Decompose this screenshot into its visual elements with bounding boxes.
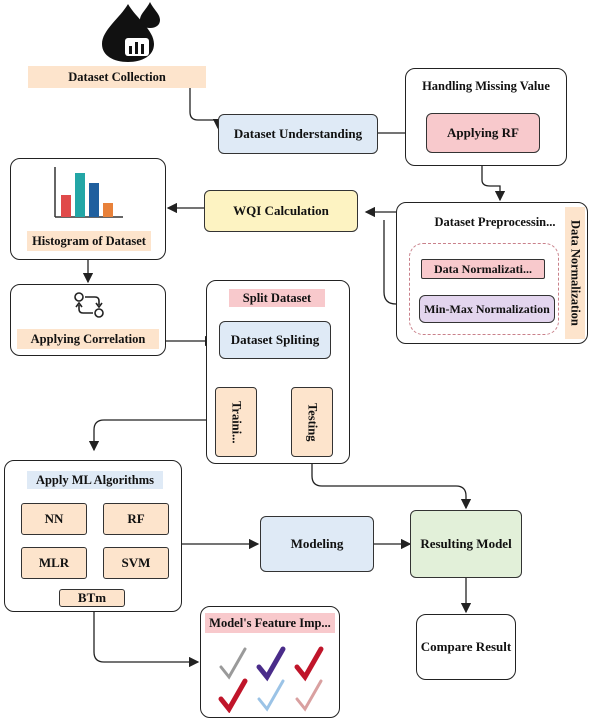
checkmark-icon	[219, 647, 247, 680]
dataset-collection-node: Dataset Collection	[28, 66, 206, 88]
split-dataset-container: Split Dataset Dataset Spliting Traini...…	[206, 280, 350, 464]
histogram-icon	[54, 167, 123, 218]
min-max-normalization-node: Min-Max Normalization	[419, 295, 555, 323]
histogram-container: Histogram of Dataset	[10, 158, 166, 260]
split-dataset-title: Split Dataset	[229, 289, 325, 307]
data-normalization-node: Data Normalizati...	[421, 259, 545, 279]
algorithm-svm: SVM	[103, 547, 169, 579]
water-drop-icon	[102, 2, 160, 62]
apply-ml-algorithms-container: Apply ML Algorithms NN RF MLR SVM BTm	[4, 460, 182, 612]
arrow-minmax-link	[383, 220, 420, 310]
checkmark-icon	[294, 646, 324, 682]
applying-correlation-container: Applying Correlation	[10, 284, 166, 356]
checkmark-icon	[257, 679, 285, 712]
wqi-calculation-node: WQI Calculation	[204, 190, 358, 232]
correlation-icon	[74, 292, 104, 318]
handling-missing-value-container: Handling Missing Value Applying RF	[405, 68, 567, 166]
resulting-model-node: Resulting Model	[410, 510, 522, 578]
histogram-of-dataset-label: Histogram of Dataset	[27, 231, 151, 251]
arrow-testing-result	[311, 458, 472, 510]
arrow-collection-understanding	[189, 88, 224, 130]
arrow-missing-preprocessing	[481, 166, 506, 202]
checkmark-icon	[295, 679, 323, 712]
feature-importance-container: Model's Feature Imp...	[200, 606, 340, 718]
applying-correlation-label: Applying Correlation	[17, 329, 159, 349]
checkmark-grid	[218, 646, 324, 713]
dataset-preprocessing-container: Dataset Preprocessin... Data Normalizati…	[396, 202, 588, 344]
checkmark-icon	[256, 646, 286, 682]
dataset-understanding-node: Dataset Understanding	[218, 114, 378, 154]
checkmark-icon	[218, 678, 248, 713]
data-normalization-vertical-label: Data Normalization	[565, 207, 585, 339]
algorithm-mlr: MLR	[21, 547, 87, 579]
algorithm-rf: RF	[103, 503, 169, 535]
arrow-ml-feature	[93, 612, 200, 668]
arrow-training-ml	[88, 419, 214, 452]
training-node: Traini...	[215, 387, 257, 457]
algorithm-btm: BTm	[59, 589, 125, 607]
applying-rf-node: Applying RF	[426, 113, 540, 153]
modeling-node: Modeling	[260, 516, 374, 572]
normalization-dashed-group	[409, 243, 559, 335]
handling-missing-value-title: Handling Missing Value	[422, 78, 550, 93]
dataset-spliting-node: Dataset Spliting	[219, 321, 331, 359]
feature-importance-title: Model's Feature Imp...	[205, 613, 335, 633]
dataset-preprocessing-title: Dataset Preprocessin...	[434, 214, 556, 229]
apply-ml-algorithms-title: Apply ML Algorithms	[27, 471, 163, 489]
testing-node: Testing	[291, 387, 333, 457]
algorithm-nn: NN	[21, 503, 87, 535]
compare-result-node: Compare Result	[416, 614, 516, 680]
